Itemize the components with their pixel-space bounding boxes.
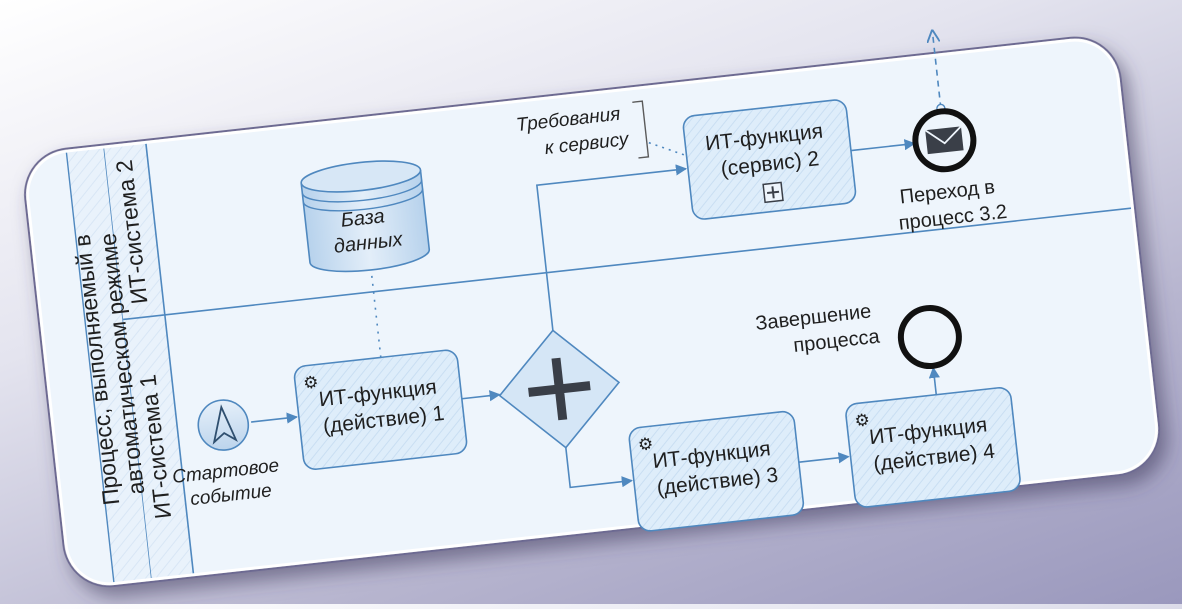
message-end-event[interactable]	[912, 108, 977, 173]
flow-start-to-task1	[251, 412, 298, 424]
gear-icon: ⚙	[302, 372, 319, 393]
lane-label-band	[104, 143, 194, 578]
start-event[interactable]	[196, 398, 251, 453]
pool-card: Процесс, выполняемый в автоматическом ре…	[24, 11, 1161, 588]
start-event-icon	[212, 404, 238, 445]
task-it-function-3[interactable]: ⚙ ИТ-функция (действие) 3	[628, 410, 805, 532]
database-store[interactable]: База данных	[300, 156, 431, 277]
flow-task2-to-message	[850, 139, 916, 152]
association-db-task1	[370, 267, 383, 364]
pool-label-band	[66, 148, 152, 583]
message-flow-out	[932, 31, 942, 109]
flow-gateway-to-task2	[535, 164, 688, 331]
end-event[interactable]	[897, 305, 962, 370]
association-req-task2	[648, 141, 689, 158]
gear-icon: ⚙	[854, 410, 871, 431]
lane-divider	[123, 207, 1132, 321]
flow-gateway-to-task3	[565, 447, 633, 489]
task-it-function-2-service[interactable]: ИТ-функция (сервис) 2	[682, 99, 857, 220]
task-it-function-4[interactable]: ⚙ ИТ-функция (действие) 4	[845, 386, 1021, 509]
flow-task3-to-task4	[798, 452, 850, 464]
gear-icon: ⚙	[637, 434, 654, 455]
flow-task1-to-gateway	[461, 390, 501, 402]
parallel-gateway[interactable]	[493, 324, 625, 454]
task-it-function-1[interactable]: ⚙ ИТ-функция (действие) 1	[293, 349, 468, 470]
plus-icon	[528, 357, 591, 421]
flow-task4-to-end	[928, 366, 940, 395]
